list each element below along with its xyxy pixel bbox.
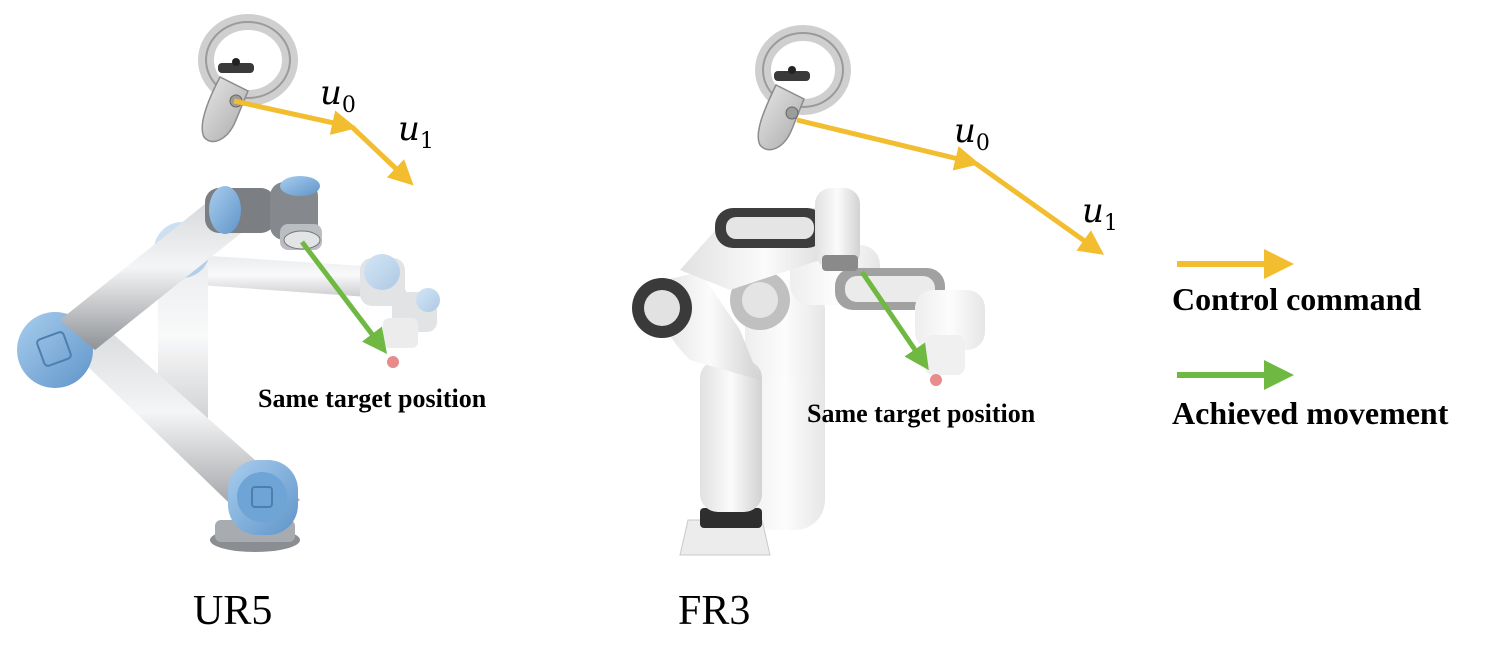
fr3-target-label: Same target position [807, 399, 1036, 428]
legend-achieved-movement-label: Achieved movement [1172, 395, 1449, 431]
fr3-robot-name: FR3 [678, 588, 750, 634]
legend: Control command Achieved movement [1172, 264, 1449, 431]
vr-controller-icon [758, 33, 843, 150]
fr3-command-label-1: u1 [1082, 191, 1118, 236]
fr3-command-arrow-0 [797, 120, 975, 163]
fr3-robot-arm-icon [632, 188, 860, 555]
vr-controller-icon [202, 22, 290, 142]
fr3-command-label-0: u0 [954, 111, 990, 156]
legend-control-command-label: Control command [1172, 281, 1421, 317]
fr3-panel: u0 u1 Same target position FR3 [632, 33, 1118, 634]
fr3-ghost-pose [730, 245, 985, 530]
ur5-command-label-1: u1 [398, 109, 434, 154]
ur5-command-label-0: u0 [320, 73, 356, 118]
ur5-panel: u0 u1 Same target position UR5 [17, 22, 487, 634]
ur5-target-point [387, 356, 399, 368]
ur5-target-label: Same target position [258, 384, 487, 413]
ur5-robot-name: UR5 [193, 588, 272, 634]
fr3-target-point [930, 374, 942, 386]
